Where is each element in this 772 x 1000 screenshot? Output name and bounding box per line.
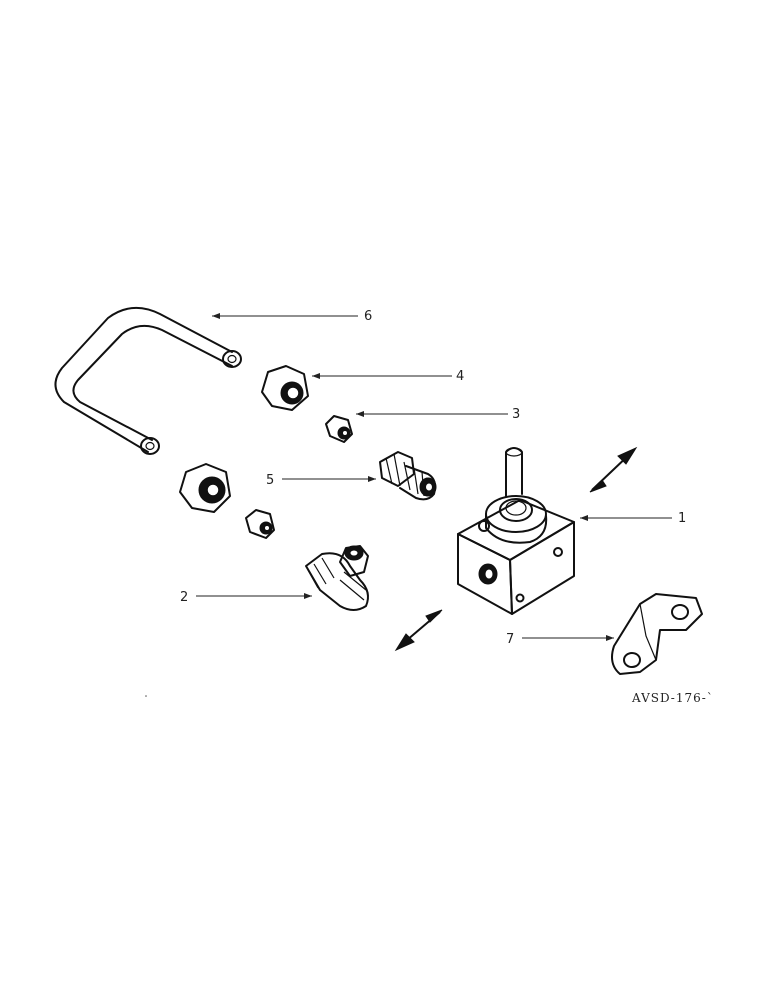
callout-6: 6 bbox=[364, 309, 372, 324]
direction-arrow-up bbox=[589, 446, 638, 493]
u-tube-part bbox=[54, 307, 242, 455]
direction-arrow-down bbox=[394, 609, 443, 652]
sleeve-lower-part bbox=[245, 509, 275, 539]
elbow-fitting-part bbox=[305, 545, 369, 611]
hex-nut-lower-part bbox=[179, 463, 231, 513]
callout-7: 7 bbox=[506, 632, 514, 647]
callout-5: 5 bbox=[266, 473, 274, 488]
stray-mark bbox=[145, 695, 147, 697]
callout-1: 1 bbox=[678, 511, 686, 526]
valve-block-part bbox=[457, 447, 575, 615]
bracket-part bbox=[611, 593, 703, 675]
callout-2: 2 bbox=[180, 590, 188, 605]
connector-fitting-part bbox=[379, 451, 437, 501]
callout-3: 3 bbox=[512, 407, 520, 422]
sleeve-part bbox=[325, 415, 353, 443]
callout-4: 4 bbox=[456, 369, 464, 384]
reference-code: AVSD-176-` bbox=[631, 691, 714, 705]
hex-nut-part bbox=[261, 365, 309, 411]
